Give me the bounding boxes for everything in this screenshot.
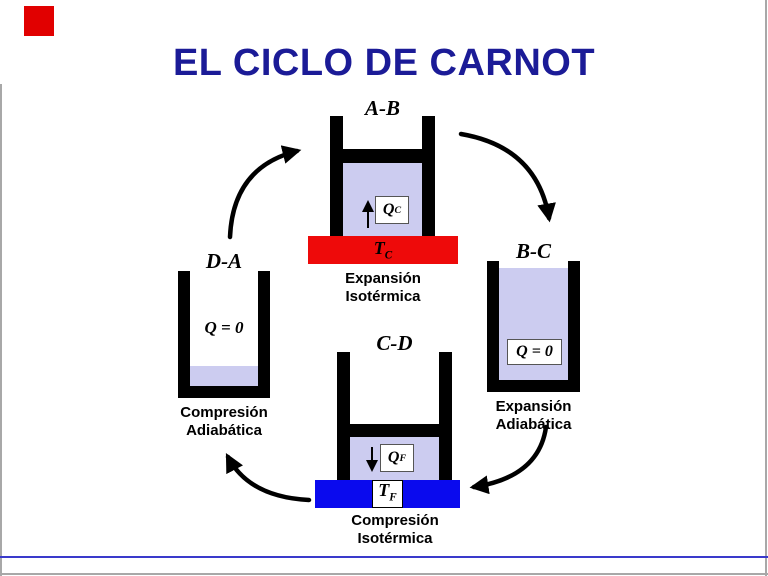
ab-cylinder-left-wall [330,116,343,236]
cd-cylinder-left-wall [337,352,350,480]
da-caption-line2: Adiabática [186,421,262,439]
bc-caption-line1: Expansión [495,398,572,415]
red-corner-marker [24,6,54,36]
cd-heat-sub: F [399,452,407,464]
hot-reservoir: TC [308,236,458,264]
left-border-line [0,84,2,576]
arrow-bc-to-cd [469,424,549,495]
da-gas-region [190,366,258,386]
cd-caption-line1: Compresión [351,512,439,529]
footer-blue-line [0,556,768,558]
ab-heat-symbol: Q [382,201,395,218]
cd-piston [350,424,439,437]
da-caption: Compresión Adiabática [162,404,286,439]
bc-cylinder-bottom [487,380,580,392]
cd-caption-line2: Isotérmica [357,529,433,547]
ab-caption: Expansión Isotérmica [318,270,448,305]
cold-reservoir: TF [315,479,460,509]
arrow-ab-to-bc [458,131,556,223]
cold-temp-symbol: T [378,479,390,500]
da-heat-text: Q = 0 [204,318,244,337]
da-cylinder-right-wall [258,271,270,398]
right-border-line [765,0,767,576]
ab-caption-line1: Expansión [345,270,421,287]
da-caption-line1: Compresión [180,404,268,421]
bc-caption-line2: Adiabática [495,415,572,433]
footer-gray-line [0,573,768,575]
da-heat-label: Q = 0 [182,318,266,338]
stage-cd-label: C-D [376,331,413,355]
cold-temp-sub: F [389,491,397,504]
arrow-da-to-ab [227,145,302,240]
stage-ab-label: A-B [364,96,400,120]
stage-da-label: D-A [205,249,243,273]
stage-bc-label: B-C [515,239,551,263]
da-cylinder-bottom [178,386,270,398]
ab-cylinder-right-wall [422,116,435,236]
bc-cylinder-left-wall [487,261,499,392]
ab-heat-sub: C [394,204,402,216]
cd-cylinder-right-wall [439,352,452,480]
hot-temp-sub: C [384,249,393,262]
cd-heat-symbol: Q [387,449,400,466]
cd-caption: Compresión Isotérmica [328,512,462,547]
ab-caption-line2: Isotérmica [345,287,421,305]
arrow-cd-to-da [225,453,312,503]
ab-piston [343,149,422,163]
page-title: EL CICLO DE CARNOT [172,42,596,84]
hot-reservoir-label: TC [374,238,392,262]
bc-heat-text: Q = 0 [516,343,553,360]
cold-reservoir-label: TF [372,479,403,509]
bc-caption: Expansión Adiabática [477,398,590,433]
bc-cylinder-right-wall [568,261,580,392]
bc-heat-label: Q = 0 [507,339,562,365]
da-cylinder-left-wall [178,271,190,398]
hot-temp-symbol: T [373,238,385,259]
